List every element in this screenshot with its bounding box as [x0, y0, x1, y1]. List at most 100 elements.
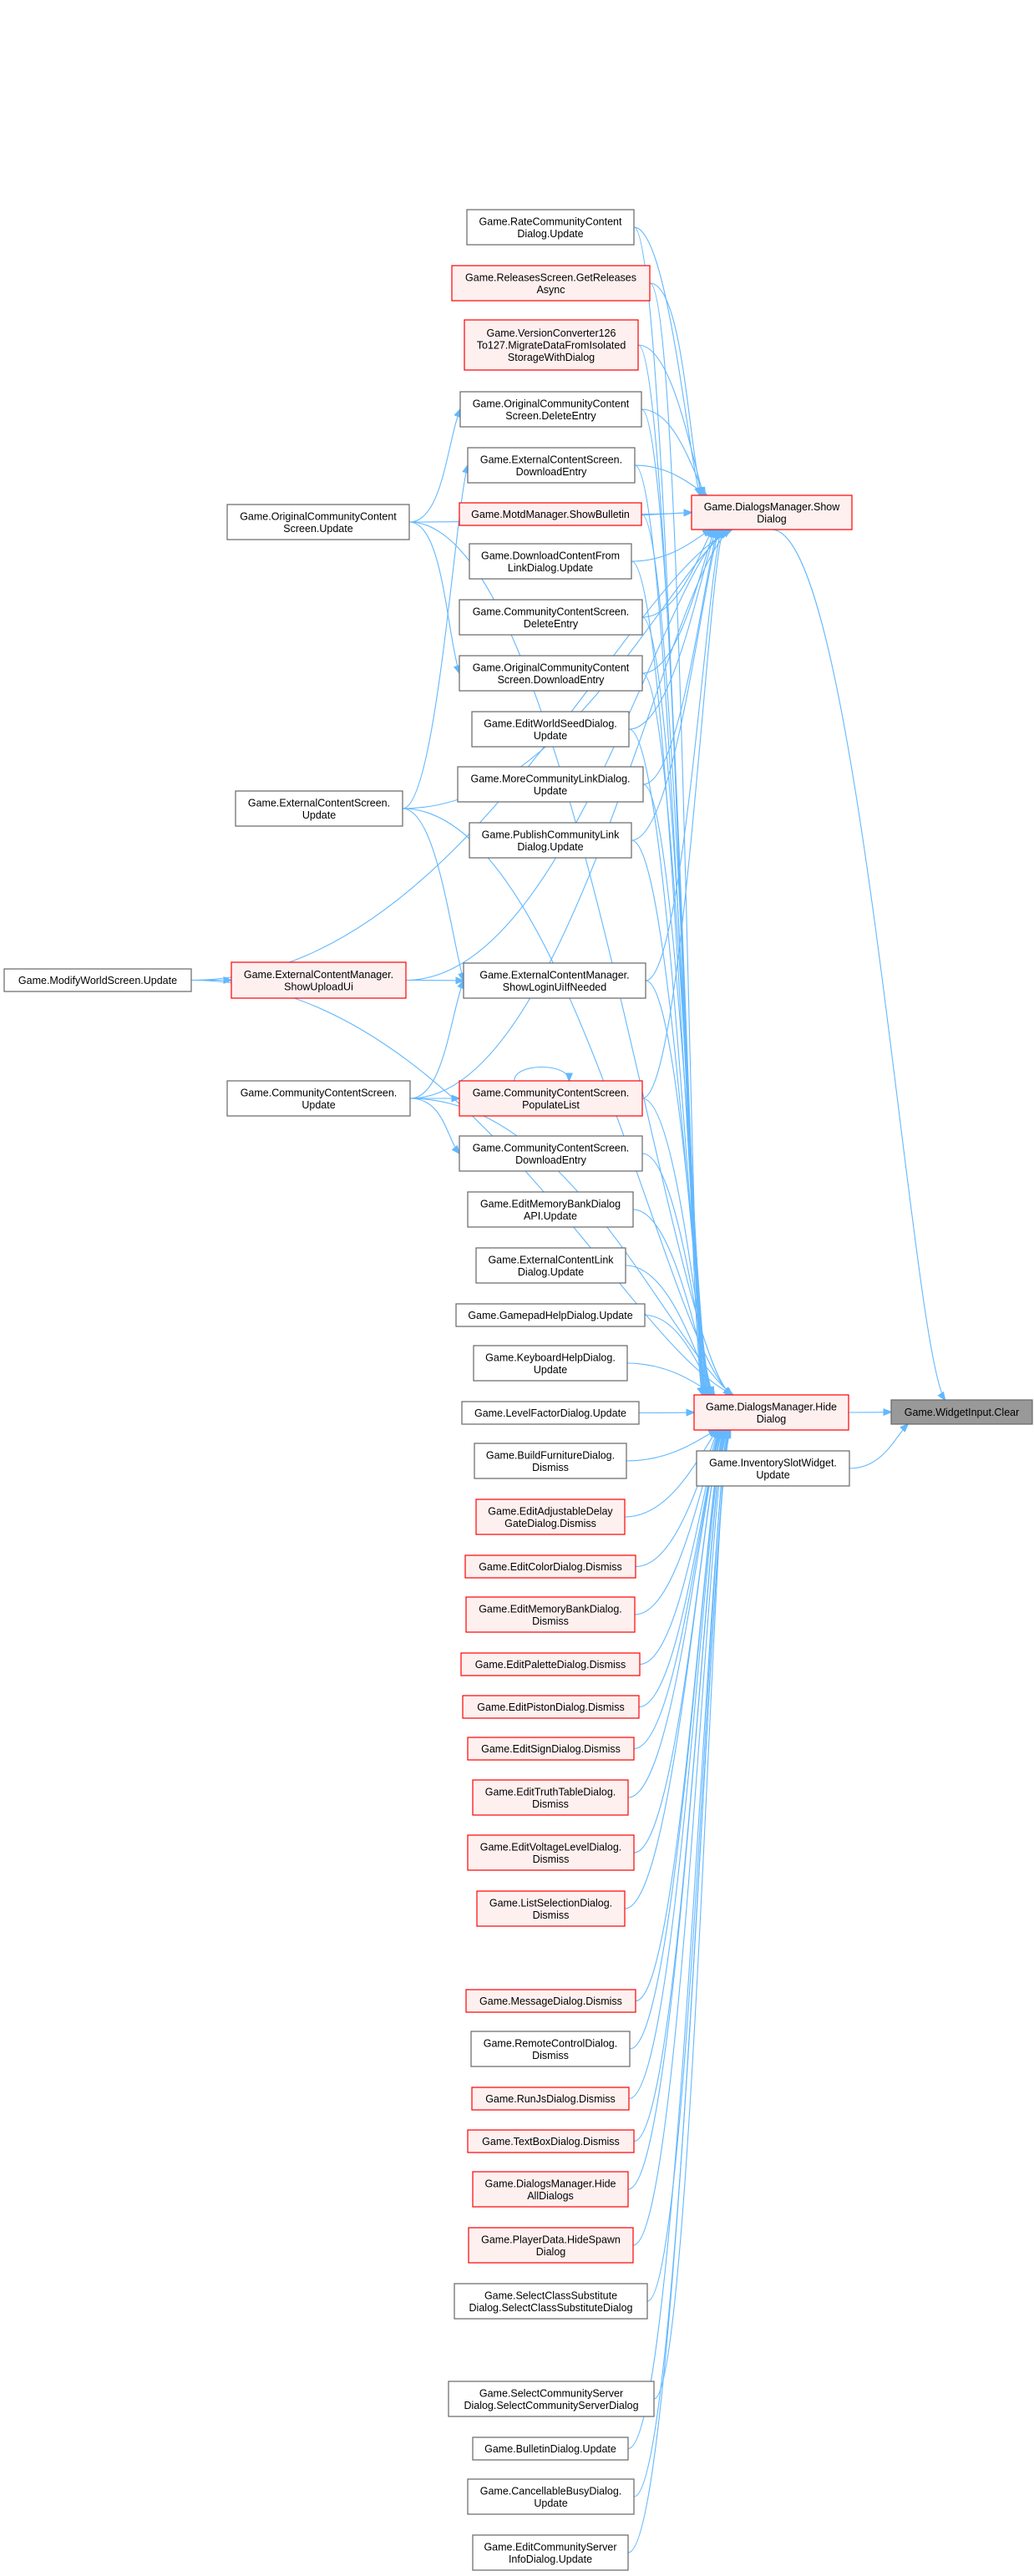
node-box: [467, 1834, 635, 1871]
node-label: Game.EditAdjustableDelay: [488, 1505, 613, 1517]
node-label: Game.CancellableBusyDialog.: [480, 2485, 622, 2497]
edge-ccsdelete-to-showdialog: [641, 530, 712, 618]
node-editmembank[interactable]: Game.EditMemoryBankDialog.Dismiss: [465, 1596, 636, 1633]
edge-occupdate-to-occdelete: [408, 409, 460, 523]
node-cancelbusy[interactable]: Game.CancellableBusyDialog.Update: [467, 2478, 635, 2515]
node-editcolor[interactable]: Game.EditColorDialog.Dismiss: [464, 1554, 636, 1579]
node-textbox[interactable]: Game.TextBoxDialog.Dismiss: [467, 2129, 635, 2153]
node-box: [451, 265, 651, 302]
node-box: [448, 2381, 655, 2417]
node-uploadui[interactable]: Game.ExternalContentManager.ShowUploadUi: [231, 961, 407, 999]
node-levelfactor[interactable]: Game.LevelFactorDialog.Update: [461, 1401, 640, 1425]
node-box: [464, 1554, 636, 1579]
node-label: Game.DialogsManager.Show: [704, 501, 841, 513]
node-label: Game.TextBoxDialog.Dismiss: [482, 2136, 620, 2148]
node-box: [467, 2129, 635, 2153]
node-editseed[interactable]: Game.EditWorldSeedDialog.Update: [471, 711, 630, 748]
node-label: Game.EditCommunityServer: [484, 2541, 616, 2553]
edge-ratecc-to-showdialog: [633, 226, 700, 495]
node-ccsupdate[interactable]: Game.CommunityContentScreen.Update: [226, 1080, 411, 1117]
node-label: Dialog: [757, 1413, 786, 1425]
node-box: [465, 1596, 636, 1633]
node-bulletin[interactable]: Game.BulletinDialog.Update: [472, 2437, 629, 2461]
node-box: [463, 962, 646, 999]
node-label: Game.EditSignDialog.Dismiss: [481, 1743, 621, 1755]
node-morelink[interactable]: Game.MoreCommunityLinkDialog.Update: [457, 766, 644, 803]
node-label: Screen.Update: [283, 523, 352, 535]
node-truthtable[interactable]: Game.EditTruthTableDialog.Dismiss: [472, 1779, 629, 1816]
node-motd[interactable]: Game.MotdManager.ShowBulletin: [459, 502, 642, 526]
node-invslot[interactable]: Game.InventorySlotWidget.Update: [696, 1450, 850, 1487]
edge-ecsupdate-to-showlogin: [402, 808, 464, 981]
node-label: Dismiss: [532, 1462, 569, 1473]
node-box: [226, 504, 410, 540]
node-clear[interactable]: Game.WidgetInput.Clear: [890, 1399, 1033, 1425]
node-voltage[interactable]: Game.EditVoltageLevelDialog.Dismiss: [467, 1834, 635, 1871]
node-label: Game.MotdManager.ShowBulletin: [471, 509, 630, 520]
node-box: [459, 1080, 643, 1117]
node-message[interactable]: Game.MessageDialog.Dismiss: [465, 1989, 636, 2013]
node-keyboard[interactable]: Game.KeyboardHelpDialog.Update: [473, 1345, 628, 1382]
node-occdownload[interactable]: Game.OriginalCommunityContentScreen.Down…: [459, 655, 643, 692]
node-remote[interactable]: Game.RemoteControlDialog.Dismiss: [470, 2031, 631, 2067]
node-editserver[interactable]: Game.EditCommunityServerInfoDialog.Updat…: [472, 2534, 629, 2571]
node-box: [467, 1737, 635, 1761]
node-box: [461, 1401, 640, 1425]
node-box: [471, 2087, 630, 2111]
node-gamepad[interactable]: Game.GamepadHelpDialog.Update: [455, 1303, 646, 1327]
node-box: [691, 494, 853, 530]
node-box: [235, 790, 403, 827]
node-label: Update: [302, 809, 336, 821]
node-label: Update: [534, 785, 567, 797]
node-dlfromlink[interactable]: Game.DownloadContentFromLinkDialog.Updat…: [469, 543, 632, 580]
node-ccsdelete[interactable]: Game.CommunityContentScreen.DeleteEntry: [459, 599, 643, 636]
edge-dlfromlink-to-showdialog: [631, 530, 711, 562]
node-label: ShowLoginUiIfNeeded: [503, 981, 606, 993]
node-editpiston[interactable]: Game.EditPistonDialog.Dismiss: [462, 1695, 640, 1719]
edge-occdelete-to-showdialog: [641, 408, 705, 495]
node-ccsdownload[interactable]: Game.CommunityContentScreen.DownloadEntr…: [459, 1135, 643, 1172]
node-adjdelay[interactable]: Game.EditAdjustableDelayGateDialog.Dismi…: [475, 1498, 626, 1535]
edge-morelink-to-showdialog: [642, 530, 717, 785]
node-label: Game.EditMemoryBankDialog: [480, 1198, 621, 1209]
node-box: [473, 1345, 628, 1382]
node-editsign[interactable]: Game.EditSignDialog.Dismiss: [467, 1737, 635, 1761]
node-label: Game.EditWorldSeedDialog.: [484, 718, 617, 729]
node-runjs[interactable]: Game.RunJsDialog.Dismiss: [471, 2087, 630, 2111]
edge-hideall-to-hidedialog: [627, 1430, 727, 2190]
node-label: PopulateList: [522, 1099, 580, 1111]
node-label: Game.EditColorDialog.Dismiss: [479, 1561, 622, 1573]
node-selclass[interactable]: Game.SelectClassSubstituteDialog.SelectC…: [454, 2283, 648, 2320]
node-occdelete[interactable]: Game.OriginalCommunityContentScreen.Dele…: [459, 391, 642, 428]
node-buildfurn[interactable]: Game.BuildFurnitureDialog.Dismiss: [474, 1443, 627, 1479]
node-label: Dialog: [536, 2246, 565, 2258]
node-showlogin[interactable]: Game.ExternalContentManager.ShowLoginUiI…: [463, 962, 646, 999]
node-ecsupdate[interactable]: Game.ExternalContentScreen.Update: [235, 790, 403, 827]
node-label: Game.MoreCommunityLinkDialog.: [470, 773, 630, 784]
edge-hidedialog-to-clear: [848, 1412, 891, 1413]
node-listsel[interactable]: Game.ListSelectionDialog.Dismiss: [476, 1890, 626, 1927]
node-label: Game.BulletinDialog.Update: [484, 2443, 616, 2455]
node-modifyworld[interactable]: Game.ModifyWorldScreen.Update: [3, 968, 192, 992]
edge-modifyworld-to-showdialog: [190, 530, 732, 981]
node-label: Game.OriginalCommunityContent: [473, 398, 630, 409]
node-selserver[interactable]: Game.SelectCommunityServerDialog.SelectC…: [448, 2381, 655, 2417]
node-label: Dialog.Update: [517, 228, 583, 240]
node-occupdate[interactable]: Game.OriginalCommunityContentScreen.Upda…: [226, 504, 410, 540]
node-label: Game.ExternalContentManager.: [244, 969, 393, 981]
node-populate[interactable]: Game.CommunityContentScreen.PopulateList: [459, 1080, 643, 1117]
node-editpalette[interactable]: Game.EditPaletteDialog.Dismiss: [460, 1652, 641, 1676]
node-box: [455, 1303, 646, 1327]
node-ecsdownload[interactable]: Game.ExternalContentScreen.DownloadEntry: [467, 447, 636, 484]
node-vconv[interactable]: Game.VersionConverter126To127.MigrateDat…: [464, 319, 639, 371]
node-box: [467, 2478, 635, 2515]
